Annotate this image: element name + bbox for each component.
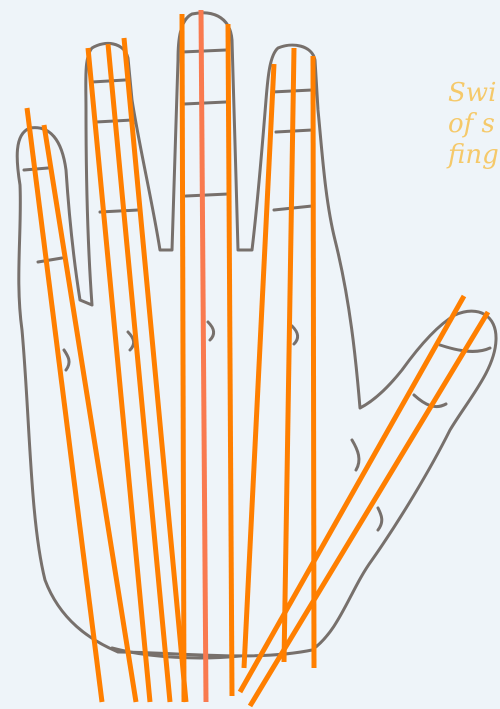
line-8 <box>228 24 232 696</box>
line-12 <box>240 296 464 692</box>
line-10 <box>284 48 294 662</box>
caption-line-1: Swi <box>448 78 500 109</box>
hand-outline-icon <box>17 13 496 658</box>
line-7 <box>201 10 206 702</box>
caption-line-3: fing <box>448 140 500 171</box>
caption-line-2: of s <box>448 109 500 140</box>
line-6 <box>182 14 184 702</box>
line-11 <box>313 56 314 668</box>
caption: Swi of s fing <box>448 78 500 171</box>
line-9 <box>244 64 274 668</box>
